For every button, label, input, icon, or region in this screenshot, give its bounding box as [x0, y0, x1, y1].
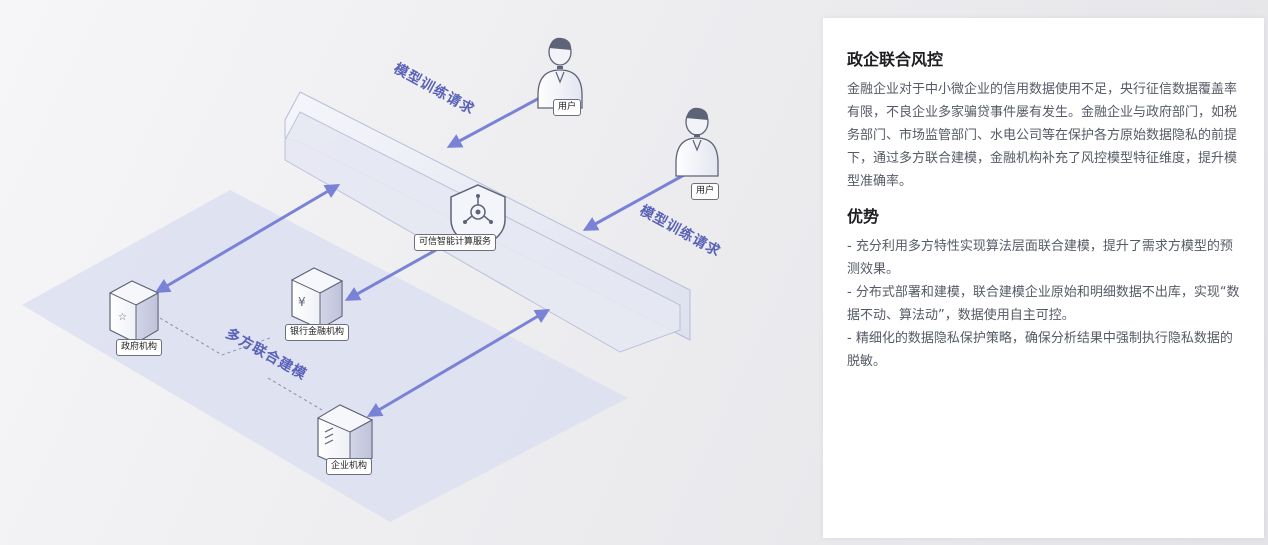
government-building-icon: ☆ [108, 280, 160, 344]
user-icon [675, 107, 719, 177]
bank-building-icon: ¥ [290, 267, 344, 330]
dashed-link-gov [159, 317, 271, 356]
arrow-enterprise [366, 308, 551, 418]
advantage-item: - 分布式部署和建模，联合建模企业原始和明细数据不出库，实现“数据不动、算法动”… [847, 285, 1240, 323]
info-card: 政企联合风控 金融企业对于中小微企业的信用数据使用不足，央行征信数据覆盖率有限，… [823, 18, 1264, 538]
svg-text:☆: ☆ [118, 312, 127, 323]
user-right-label: 用户 [691, 183, 720, 200]
bank-label: 银行金融机构 [285, 324, 350, 341]
user-top-label: 用户 [553, 99, 582, 116]
architecture-diagram: ☆ ¥ 可信智能计算服务 用户 用户 政府机构 银行金融机构 企业机构 模型训练… [22, 37, 723, 522]
center-service-label: 可信智能计算服务 [414, 234, 497, 251]
svg-text:¥: ¥ [298, 295, 306, 309]
card-title: 政企联合风控 [847, 50, 944, 69]
arrow-user-right [582, 173, 685, 231]
arrow-bank [344, 248, 437, 301]
card-description: 金融企业对于中小微企业的信用数据使用不足，央行征信数据覆盖率有限，不良企业多家骗… [847, 82, 1238, 189]
user-icon [537, 37, 583, 109]
diagram-canvas: ☆ ¥ [22, 37, 719, 522]
arrow-gov [154, 183, 341, 294]
advantage-item: - 充分利用多方特性实现算法层面联合建模，提升了需求方模型的预测效果。 [847, 239, 1233, 277]
enterprise-label: 企业机构 [326, 458, 373, 475]
arrow-user-top [446, 93, 546, 148]
enterprise-building-icon [316, 404, 374, 471]
dashed-link-ent [267, 377, 323, 411]
advantage-item: - 精细化的数据隐私保护策略，确保分析结果中强制执行隐私数据的脱敏。 [847, 331, 1233, 369]
shield-icon [450, 184, 506, 249]
government-label: 政府机构 [116, 339, 163, 356]
advantages-title: 优势 [847, 207, 880, 226]
